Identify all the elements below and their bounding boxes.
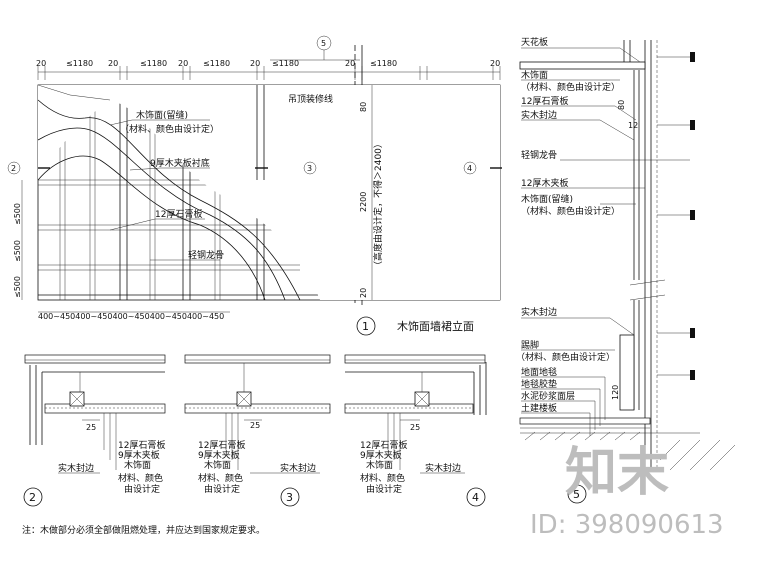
- s5-top-3: 12厚石膏板: [521, 95, 568, 107]
- height-note: （高度由设计定，不得＞2400）: [372, 139, 384, 270]
- left-dim-0: ≤500: [13, 203, 22, 225]
- s5-dim-80: 80: [617, 100, 626, 110]
- detail-3-l2: 木饰面: [204, 459, 231, 471]
- elevation-title: 木饰面墙裙立面: [397, 319, 474, 333]
- s5-top-2: （材料、颜色由设计定）: [521, 81, 620, 93]
- detail-4-l4: 由设计定: [366, 483, 402, 495]
- detail-2-l0: 12厚石膏板: [118, 439, 165, 451]
- detail-4-num: 4: [472, 491, 479, 504]
- section-mark-3: 3: [307, 164, 312, 173]
- top-dim-ticks: [37, 66, 501, 80]
- top-dim-2: 20: [108, 59, 118, 68]
- right-dim-2200: 2200: [359, 192, 368, 212]
- detail-2-l1: 9厚木夹板: [118, 449, 160, 461]
- left-dim-2: ≤500: [13, 276, 22, 298]
- label-material: （材料、颜色由设计定）: [120, 123, 219, 135]
- detail-3: 25 12厚石膏板 9厚木夹板 木饰面 材料、颜色 由设计定 实木封边 3: [184, 354, 331, 507]
- label-keel: 轻钢龙骨: [188, 249, 224, 261]
- right-dim-80: 80: [359, 102, 368, 112]
- s5-top-6: 12厚木夹板: [521, 177, 568, 189]
- top-dim-10: 20: [490, 59, 500, 68]
- label-wood-veneer: 木饰面(留缝): [136, 109, 188, 121]
- detail-4-l0: 12厚石膏板: [360, 439, 407, 451]
- detail-2-l2: 木饰面: [124, 459, 151, 471]
- detail-2-l3: 材料、颜色: [118, 472, 163, 484]
- bottom-dims: 400~450400~450400~450400~450400~450: [38, 312, 224, 321]
- s5-dim-120: 120: [611, 385, 620, 400]
- detail-3-wood: 实木封边: [280, 462, 316, 474]
- section-mark-4: 4: [467, 164, 472, 173]
- detail-4: 25 12厚石膏板 9厚木夹板 木饰面 材料、颜色 由设计定 实木封边 4: [344, 354, 487, 507]
- s5-bot-2: （材料、颜色由设计定）: [516, 351, 615, 363]
- title-num: 1: [362, 320, 369, 333]
- detail-4-l1: 9厚木夹板: [360, 449, 402, 461]
- top-dim-9: ≤1180: [370, 59, 397, 68]
- top-dim-4: 20: [178, 59, 188, 68]
- detail-2-num: 2: [29, 491, 36, 504]
- top-mark-5: 5: [321, 39, 326, 48]
- watermark-id: ID: 398090613: [530, 510, 724, 540]
- top-dim-1: ≤1180: [66, 59, 93, 68]
- ceiling-label: 吊顶装修线: [288, 93, 333, 105]
- detail-2-wood: 实木封边: [58, 462, 94, 474]
- s5-bot-3: 地面地毯: [521, 366, 557, 378]
- right-dim-20: 20: [359, 288, 368, 298]
- s5-top-1: 木饰面: [521, 69, 548, 81]
- detail-3-l3: 材料、颜色: [198, 472, 243, 484]
- s5-top-4: 实木封边: [521, 109, 557, 121]
- detail-3-l0: 12厚石膏板: [198, 439, 245, 451]
- section-5-num: 5: [573, 488, 580, 501]
- s5-bot-6: 土建楼板: [521, 402, 557, 414]
- detail-4-dim: 25: [410, 423, 420, 432]
- label-gypsum: 12厚石膏板: [155, 208, 202, 220]
- detail-2: 25 12厚石膏板 9厚木夹板 木饰面 材料、颜色 由设计定 实木封边 2: [23, 354, 165, 507]
- detail-4-l2: 木饰面: [366, 459, 393, 471]
- elevation-1: 20 ≤1180 20 ≤1180 20 ≤1180 20 ≤1180 20 ≤…: [7, 35, 502, 336]
- s5-top-7: 木饰面(留缝): [521, 193, 573, 205]
- top-dim-7: ≤1180: [272, 59, 299, 68]
- top-dim-3: ≤1180: [140, 59, 167, 68]
- detail-3-l1: 9厚木夹板: [198, 449, 240, 461]
- detail-3-dim: 25: [250, 421, 260, 430]
- s5-bot-1: 踢脚: [521, 340, 539, 351]
- top-dim-6: 20: [250, 59, 260, 68]
- top-dim-5: ≤1180: [203, 59, 230, 68]
- s5-dim-12: 12: [628, 121, 638, 130]
- section-mark-2: 2: [11, 164, 16, 173]
- top-dim-8: 20: [345, 59, 355, 68]
- s5-bot-0: 实木封边: [521, 306, 557, 318]
- detail-3-num: 3: [286, 491, 293, 504]
- fire-note: 注：木做部分必须全部做阻燃处理，并应达到国家规定要求。: [22, 524, 265, 536]
- detail-4-wood: 实木封边: [425, 462, 461, 474]
- s5-top-0: 天花板: [521, 36, 548, 48]
- left-dim-1: ≤500: [13, 240, 22, 262]
- s5-top-5: 轻钢龙骨: [521, 149, 557, 161]
- floor-hatch: [524, 431, 736, 471]
- detail-2-l4: 由设计定: [124, 483, 160, 495]
- top-dim-0: 20: [36, 59, 46, 68]
- section-5: 80 12 120 天花板 木饰面 （材料、颜色由设计定） 12厚石膏板 实木封…: [516, 36, 736, 504]
- s5-bot-4: 地毯胶垫: [521, 378, 557, 390]
- s5-top-8: （材料、颜色由设计定）: [521, 205, 620, 217]
- watermark-logo: 知末: [565, 443, 670, 503]
- label-plywood: 9厚木夹板衬底: [150, 157, 210, 169]
- s5-bot-5: 水泥砂浆面层: [521, 390, 575, 402]
- detail-3-l4: 由设计定: [204, 483, 240, 495]
- detail-2-dim: 25: [86, 423, 96, 432]
- detail-4-l3: 材料、颜色: [360, 472, 405, 484]
